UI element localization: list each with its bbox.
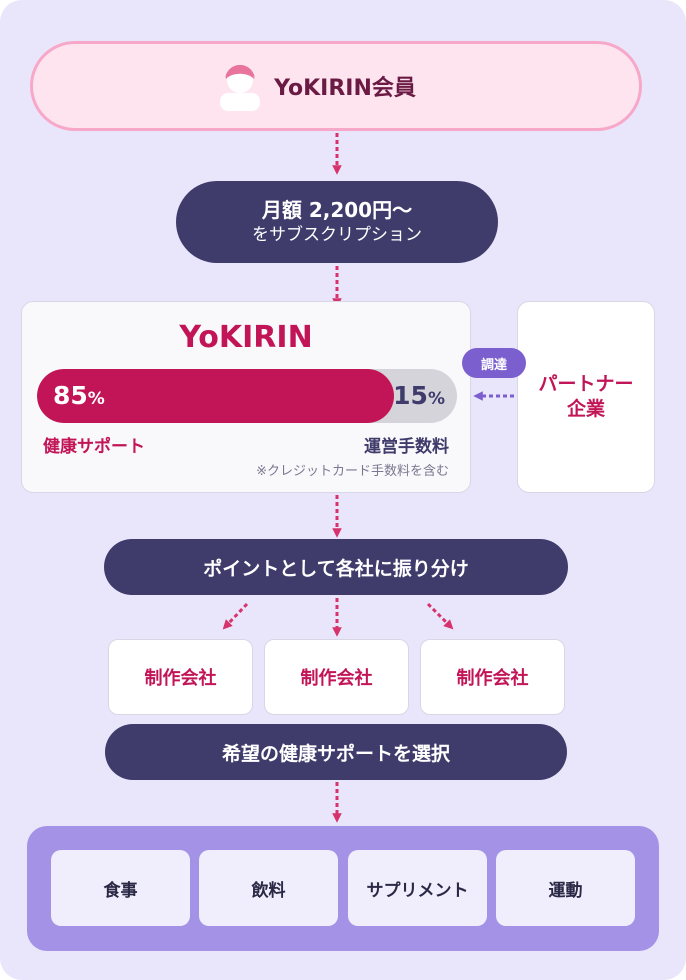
distribute-pill: ポイントとして各社に振り分け xyxy=(104,539,568,595)
subscription-pill: 月額 2,200円〜 をサブスクリプション xyxy=(176,181,498,263)
production-company-3: 制作会社 xyxy=(420,639,565,715)
health-share-value: 85% xyxy=(53,381,105,410)
health-share-fill xyxy=(37,369,394,423)
subscription-price: 月額 2,200円〜 xyxy=(261,198,413,222)
yokirin-box: YoKIRIN 85% 15% 健康サポート 運営手数料 ※クレジットカード手数… xyxy=(21,301,471,493)
split-bar: 85% 15% xyxy=(37,369,457,423)
yokirin-title: YoKIRIN xyxy=(179,320,313,355)
member-label: YoKIRIN会員 xyxy=(274,76,416,101)
arrow-to-company-1 xyxy=(222,602,249,630)
choose-support-pill: 希望の健康サポートを選択 xyxy=(105,724,567,780)
member-box: YoKIRIN会員 xyxy=(30,41,642,131)
partner-company-box: パートナー 企業 xyxy=(517,301,655,493)
option-exercise: 運動 xyxy=(496,850,635,926)
option-drink: 飲料 xyxy=(199,850,338,926)
procure-badge: 調達 xyxy=(462,348,526,378)
option-meal: 食事 xyxy=(51,850,190,926)
fee-share-value: 15% xyxy=(393,381,445,410)
subscription-caption: をサブスクリプション xyxy=(252,225,422,245)
production-company-1: 制作会社 xyxy=(108,639,253,715)
health-support-label: 健康サポート xyxy=(43,437,145,457)
production-company-2: 制作会社 xyxy=(264,639,409,715)
option-supplement: サプリメント xyxy=(348,850,487,926)
partner-company-label: パートナー 企業 xyxy=(538,373,634,420)
fee-note: ※クレジットカード手数料を含む xyxy=(256,464,449,479)
arrow-to-company-3 xyxy=(426,602,454,630)
operation-fee-label: 運営手数料 xyxy=(364,437,449,457)
person-icon xyxy=(220,65,260,111)
